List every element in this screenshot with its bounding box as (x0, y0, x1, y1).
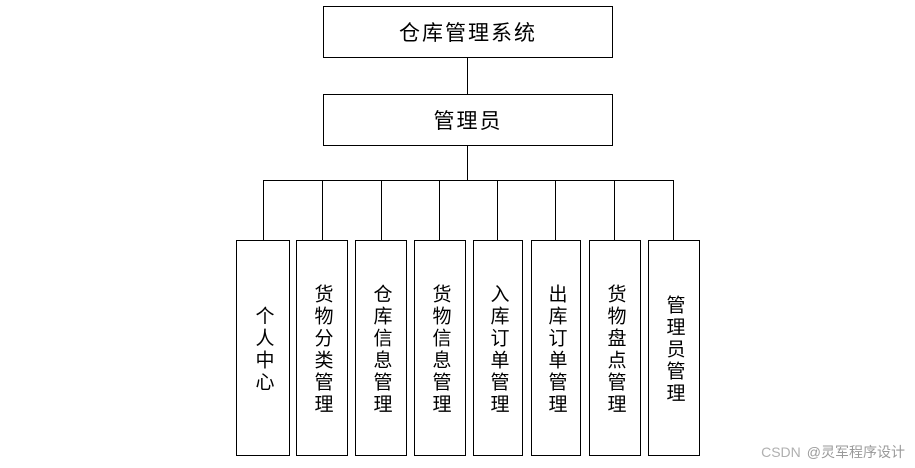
connector-drop-6 (555, 180, 556, 240)
connector-drop-4 (439, 180, 440, 240)
connector-drop-7 (614, 180, 615, 240)
node-leaf-2: 货物分类管理 (296, 240, 348, 456)
connector-drop-8 (673, 180, 674, 240)
node-leaf-3: 仓库信息管理 (355, 240, 407, 456)
connector-drop-2 (322, 180, 323, 240)
node-leaf-7: 货物盘点管理 (589, 240, 641, 456)
connector-bus (263, 180, 673, 181)
connector-root-role (467, 58, 468, 94)
node-role-label: 管理员 (433, 110, 503, 133)
node-leaf-4-label: 货物信息管理 (429, 284, 451, 416)
node-leaf-8: 管理员管理 (648, 240, 700, 456)
node-leaf-5-label: 入库订单管理 (487, 284, 509, 416)
watermark-author: @灵军程序设计 (806, 444, 905, 460)
connector-drop-3 (381, 180, 382, 240)
node-root-label: 仓库管理系统 (399, 22, 537, 45)
node-role: 管理员 (323, 94, 613, 146)
node-leaf-1: 个人中心 (236, 240, 290, 456)
connector-drop-5 (497, 180, 498, 240)
connector-drop-1 (263, 180, 264, 240)
node-leaf-2-label: 货物分类管理 (311, 284, 333, 416)
connector-role-bus (467, 146, 468, 180)
watermark: CSDN @灵军程序设计 (761, 442, 905, 462)
node-leaf-6: 出库订单管理 (531, 240, 581, 456)
node-root: 仓库管理系统 (323, 6, 613, 58)
watermark-source: CSDN (761, 444, 801, 460)
node-leaf-4: 货物信息管理 (414, 240, 466, 456)
node-leaf-7-label: 货物盘点管理 (604, 284, 626, 416)
node-leaf-3-label: 仓库信息管理 (370, 284, 392, 416)
node-leaf-8-label: 管理员管理 (663, 295, 685, 405)
node-leaf-5: 入库订单管理 (473, 240, 523, 456)
node-leaf-6-label: 出库订单管理 (545, 284, 567, 416)
node-leaf-1-label: 个人中心 (252, 306, 274, 394)
